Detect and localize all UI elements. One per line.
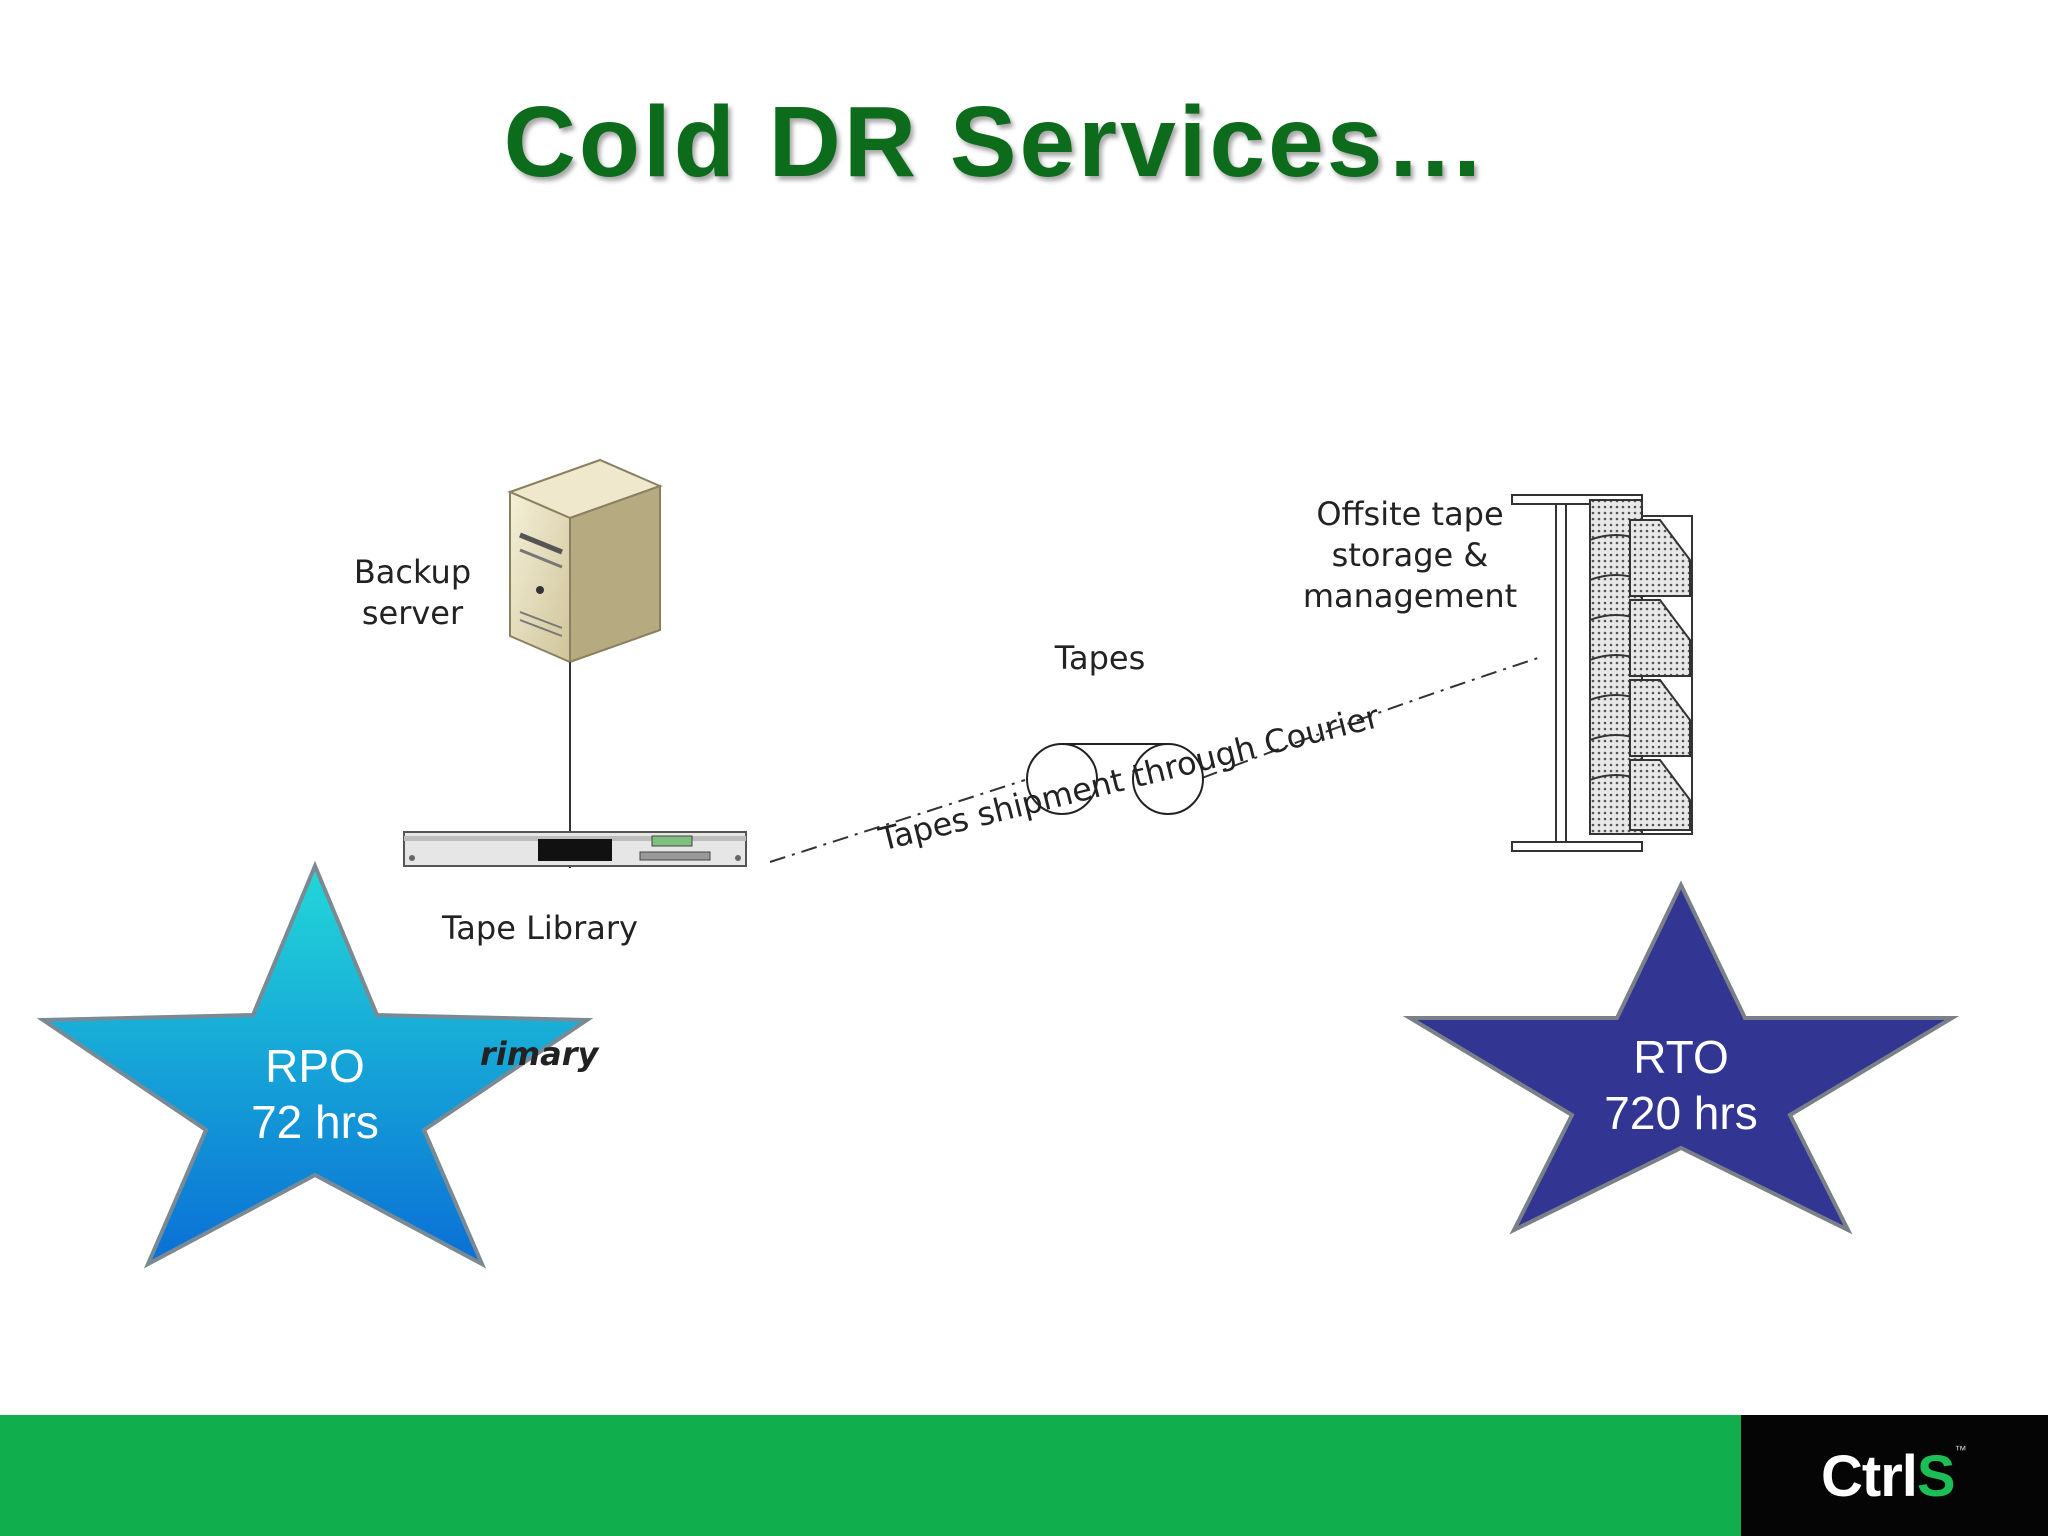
brand-s: S (1916, 1444, 1956, 1509)
backup-server-label: Backup server (353, 553, 472, 632)
rto-star (1402, 880, 1960, 1235)
rto-label: RTO 720 hrs (1604, 1031, 1758, 1139)
offsite-storage-label: Offsite tape storage & management (1302, 495, 1518, 615)
brand-logo-box: CtrlS™ (1741, 1415, 2048, 1536)
offsite-rack-icon (1511, 494, 1693, 852)
footer-bar (0, 1415, 2048, 1536)
brand-ctrl: Ctrl (1821, 1444, 1918, 1509)
slide-title: Cold DR Services… (503, 86, 1489, 198)
brand-trademark: ™ (1954, 1443, 1967, 1457)
brand-logo: CtrlS™ (1821, 1443, 1967, 1510)
server-tower-icon (507, 458, 663, 664)
primary-label: rimary (480, 1035, 599, 1073)
tape-library-label: Tape Library (442, 909, 638, 947)
courier-path (769, 657, 1539, 863)
tape-library-icon (403, 831, 747, 867)
tape-reels-icon (1026, 743, 1204, 815)
tapes-label: Tapes (1054, 639, 1146, 677)
rpo-star (36, 860, 594, 1269)
rpo-label: RPO 72 hrs (251, 1040, 379, 1148)
